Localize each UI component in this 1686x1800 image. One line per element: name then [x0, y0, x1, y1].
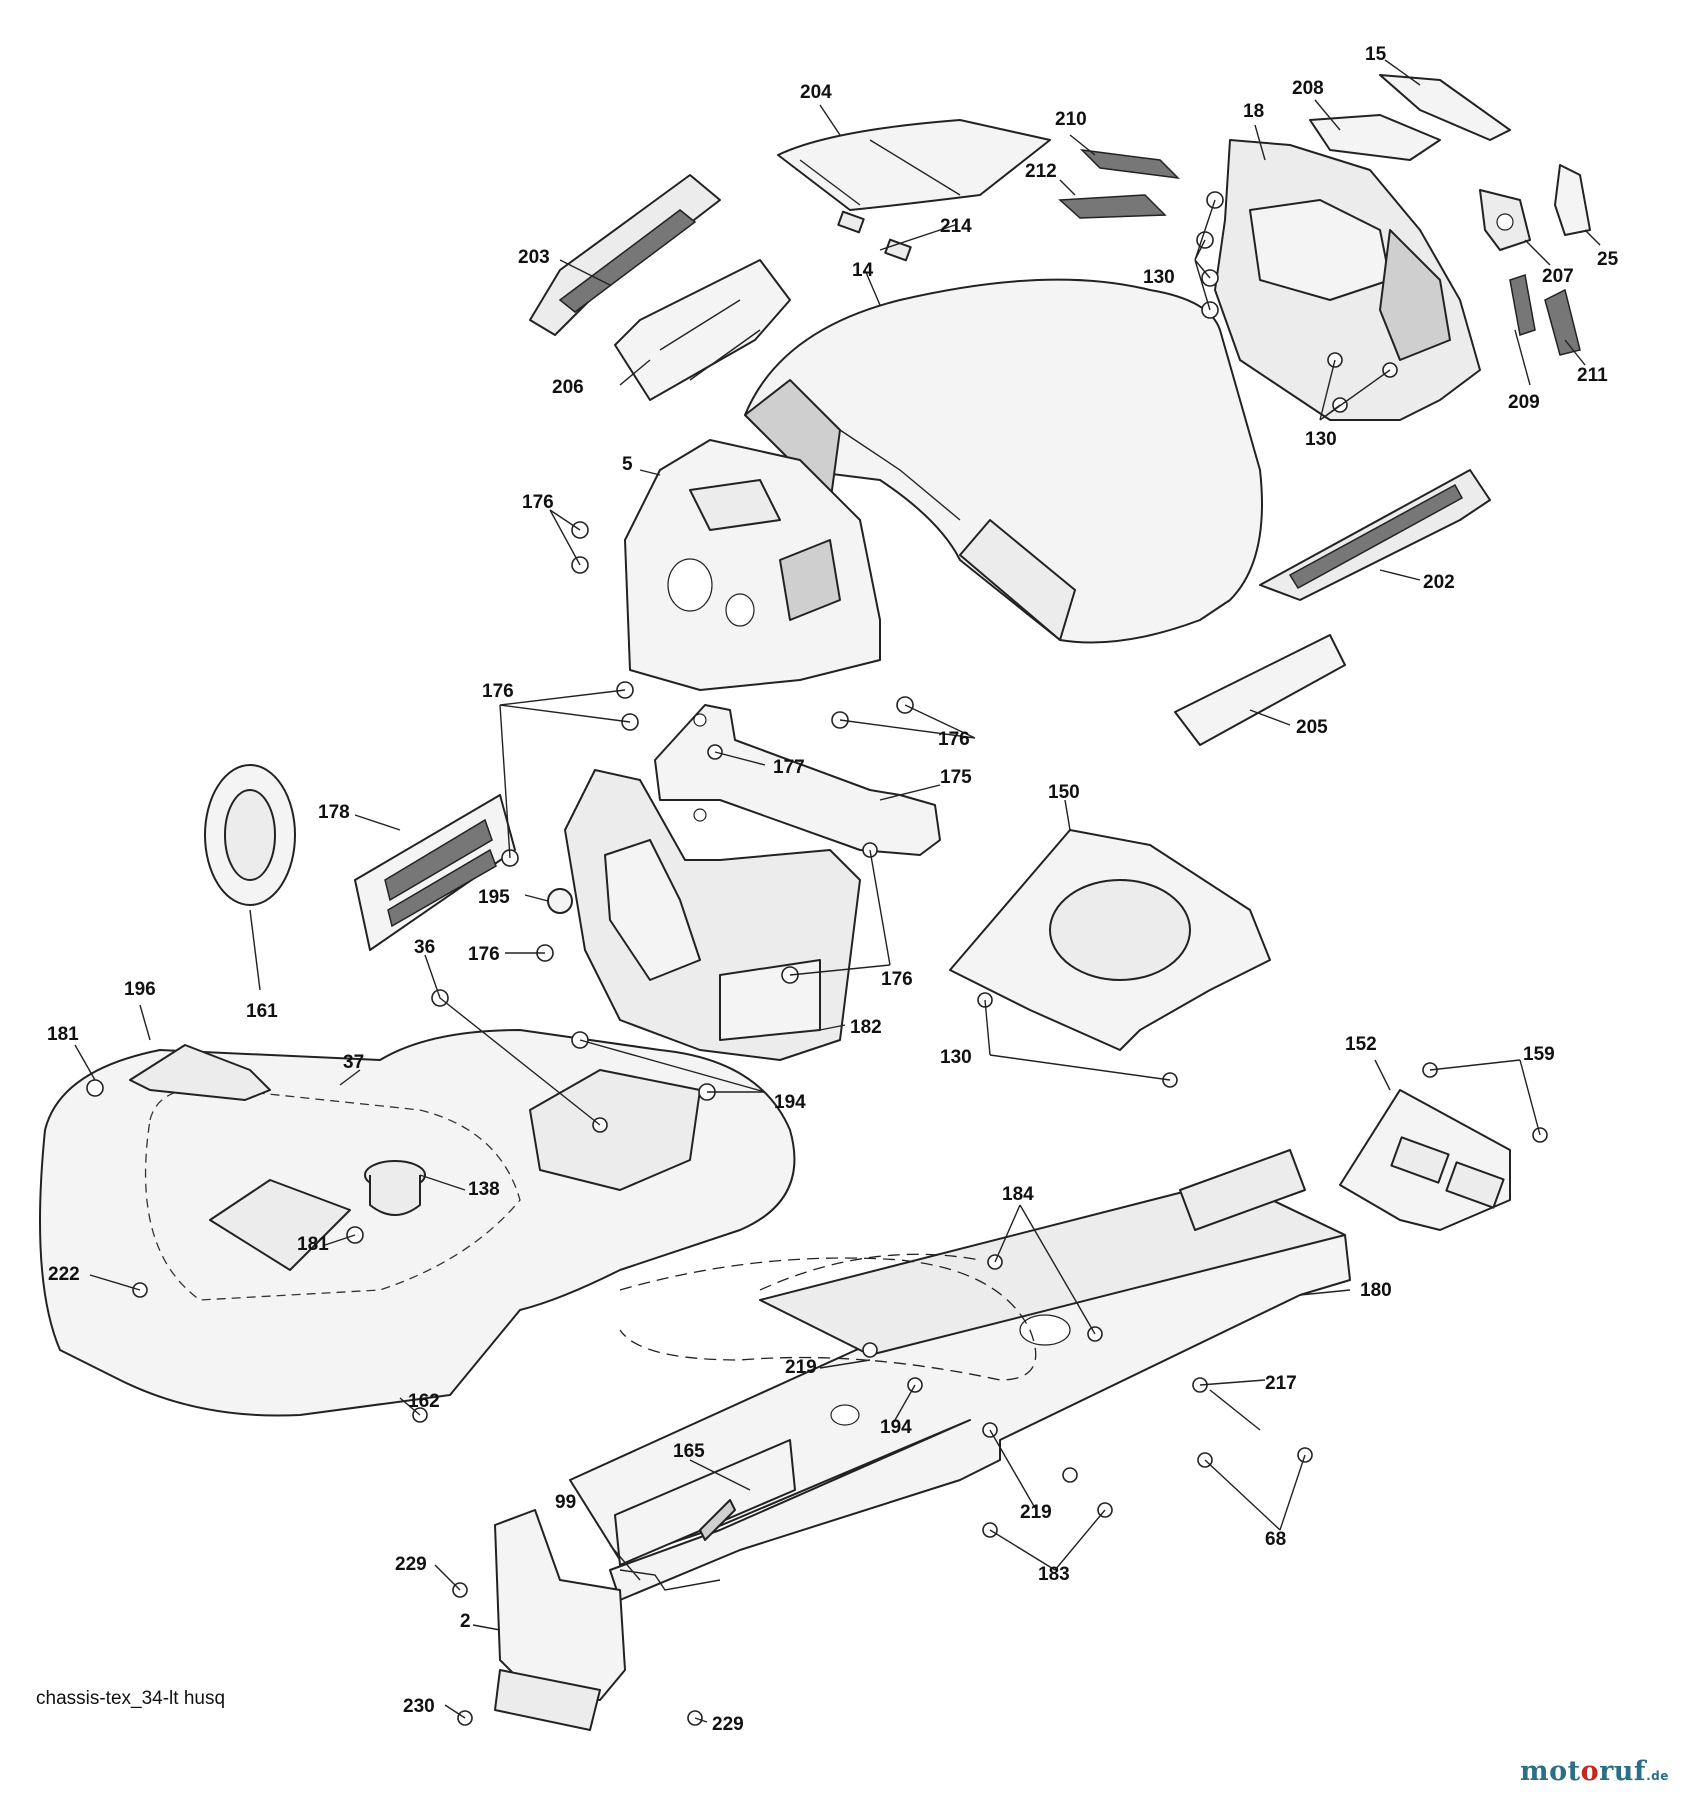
cover-150	[949, 829, 1271, 1051]
leader-lines	[74, 59, 1601, 1723]
diagram-caption: chassis-tex_34-lt husq	[36, 1688, 226, 1709]
callout-178: 178	[318, 802, 350, 823]
callout-182: 182	[850, 1017, 882, 1038]
callout-labels: 15 204 208 18 210 212 214 203 14 130 207…	[47, 44, 1619, 1735]
lens-207	[1479, 189, 1531, 251]
callout-229-b: 229	[712, 1714, 744, 1735]
bumper-18	[1214, 139, 1481, 421]
lens-25	[1554, 164, 1591, 236]
dashboard-5	[624, 439, 881, 691]
callout-210: 210	[1055, 109, 1087, 130]
callout-214: 214	[940, 216, 972, 237]
callout-196: 196	[124, 979, 156, 1000]
callout-159: 159	[1523, 1044, 1555, 1065]
callout-203: 203	[518, 247, 550, 268]
callout-152: 152	[1345, 1034, 1377, 1055]
callout-130-c: 130	[940, 1047, 972, 1068]
callout-194-a: 194	[774, 1092, 806, 1113]
hood-cover-204	[777, 119, 1051, 211]
grille-203	[529, 174, 721, 336]
callout-212: 212	[1025, 161, 1057, 182]
callout-208: 208	[1292, 78, 1324, 99]
callout-176-a: 176	[522, 492, 554, 513]
grilles-210-212	[1058, 148, 1181, 219]
callout-209: 209	[1508, 392, 1540, 413]
callout-222: 222	[48, 1264, 80, 1285]
brand-part-3: ruf	[1599, 1756, 1647, 1787]
callout-181-a: 181	[47, 1024, 79, 1045]
callout-2: 2	[460, 1611, 471, 1632]
hood-panel-14	[744, 278, 1263, 644]
bracket-165	[614, 1439, 796, 1566]
callout-207: 207	[1542, 266, 1574, 287]
callout-184: 184	[1002, 1184, 1034, 1205]
belt-dashed	[619, 1253, 1037, 1381]
plug-195	[547, 888, 573, 914]
bracket-206	[614, 259, 791, 401]
brand-logo[interactable]: motoruf.de	[1520, 1756, 1669, 1787]
callout-180: 180	[1360, 1280, 1392, 1301]
callout-175: 175	[940, 767, 972, 788]
callout-217: 217	[1265, 1373, 1297, 1394]
callout-211: 211	[1577, 365, 1608, 386]
callout-68: 68	[1265, 1529, 1286, 1550]
callout-36: 36	[414, 937, 435, 958]
rod-99	[619, 1499, 736, 1591]
grilles-209-211	[1509, 274, 1581, 356]
callout-177: 177	[773, 757, 805, 778]
callout-130-a: 130	[1143, 267, 1175, 288]
callout-161: 161	[246, 1001, 278, 1022]
callout-183: 183	[1038, 1564, 1070, 1585]
callout-219-a: 219	[785, 1357, 817, 1378]
callout-229-a: 229	[395, 1554, 427, 1575]
rod-217	[1209, 1389, 1261, 1431]
callout-176-d: 176	[468, 944, 500, 965]
grille-178	[354, 794, 516, 951]
brand-part-2: o	[1580, 1756, 1600, 1787]
callout-205: 205	[1296, 717, 1328, 738]
callout-37: 37	[343, 1052, 364, 1073]
callout-176-e: 176	[881, 969, 913, 990]
callout-14: 14	[852, 260, 874, 281]
callout-181-b: 181	[297, 1234, 329, 1255]
bushing-138	[364, 1160, 426, 1216]
clip-214	[837, 210, 912, 262]
callout-25: 25	[1597, 249, 1619, 270]
lens-161	[204, 764, 296, 906]
callout-176-b: 176	[482, 681, 514, 702]
callout-150: 150	[1048, 782, 1080, 803]
callout-130-b: 130	[1305, 429, 1337, 450]
housing-182	[564, 769, 861, 1061]
grille-202	[1259, 469, 1491, 601]
bracket-2	[494, 1509, 626, 1731]
callout-99: 99	[555, 1492, 576, 1513]
brand-domain: .de	[1646, 1769, 1669, 1783]
brand-part-1: mot	[1520, 1756, 1581, 1787]
callout-165: 165	[673, 1441, 705, 1462]
callout-195: 195	[478, 887, 510, 908]
trim-208	[1309, 114, 1441, 161]
callout-138: 138	[468, 1179, 500, 1200]
seat-mount-196	[129, 1044, 271, 1101]
callout-202: 202	[1423, 572, 1455, 593]
trim-15	[1379, 74, 1511, 141]
callout-5: 5	[622, 454, 633, 475]
plate-152	[1339, 1089, 1511, 1231]
callout-176-c: 176	[938, 729, 970, 750]
callout-194-b: 194	[880, 1417, 912, 1438]
callout-18: 18	[1243, 101, 1264, 122]
callout-204: 204	[800, 82, 832, 103]
callout-15: 15	[1365, 44, 1387, 65]
callout-206: 206	[552, 377, 584, 398]
callout-162: 162	[408, 1391, 440, 1412]
callout-230: 230	[403, 1696, 435, 1717]
support-175	[654, 704, 941, 856]
panel-205	[1174, 634, 1346, 746]
callout-219-b: 219	[1020, 1502, 1052, 1523]
